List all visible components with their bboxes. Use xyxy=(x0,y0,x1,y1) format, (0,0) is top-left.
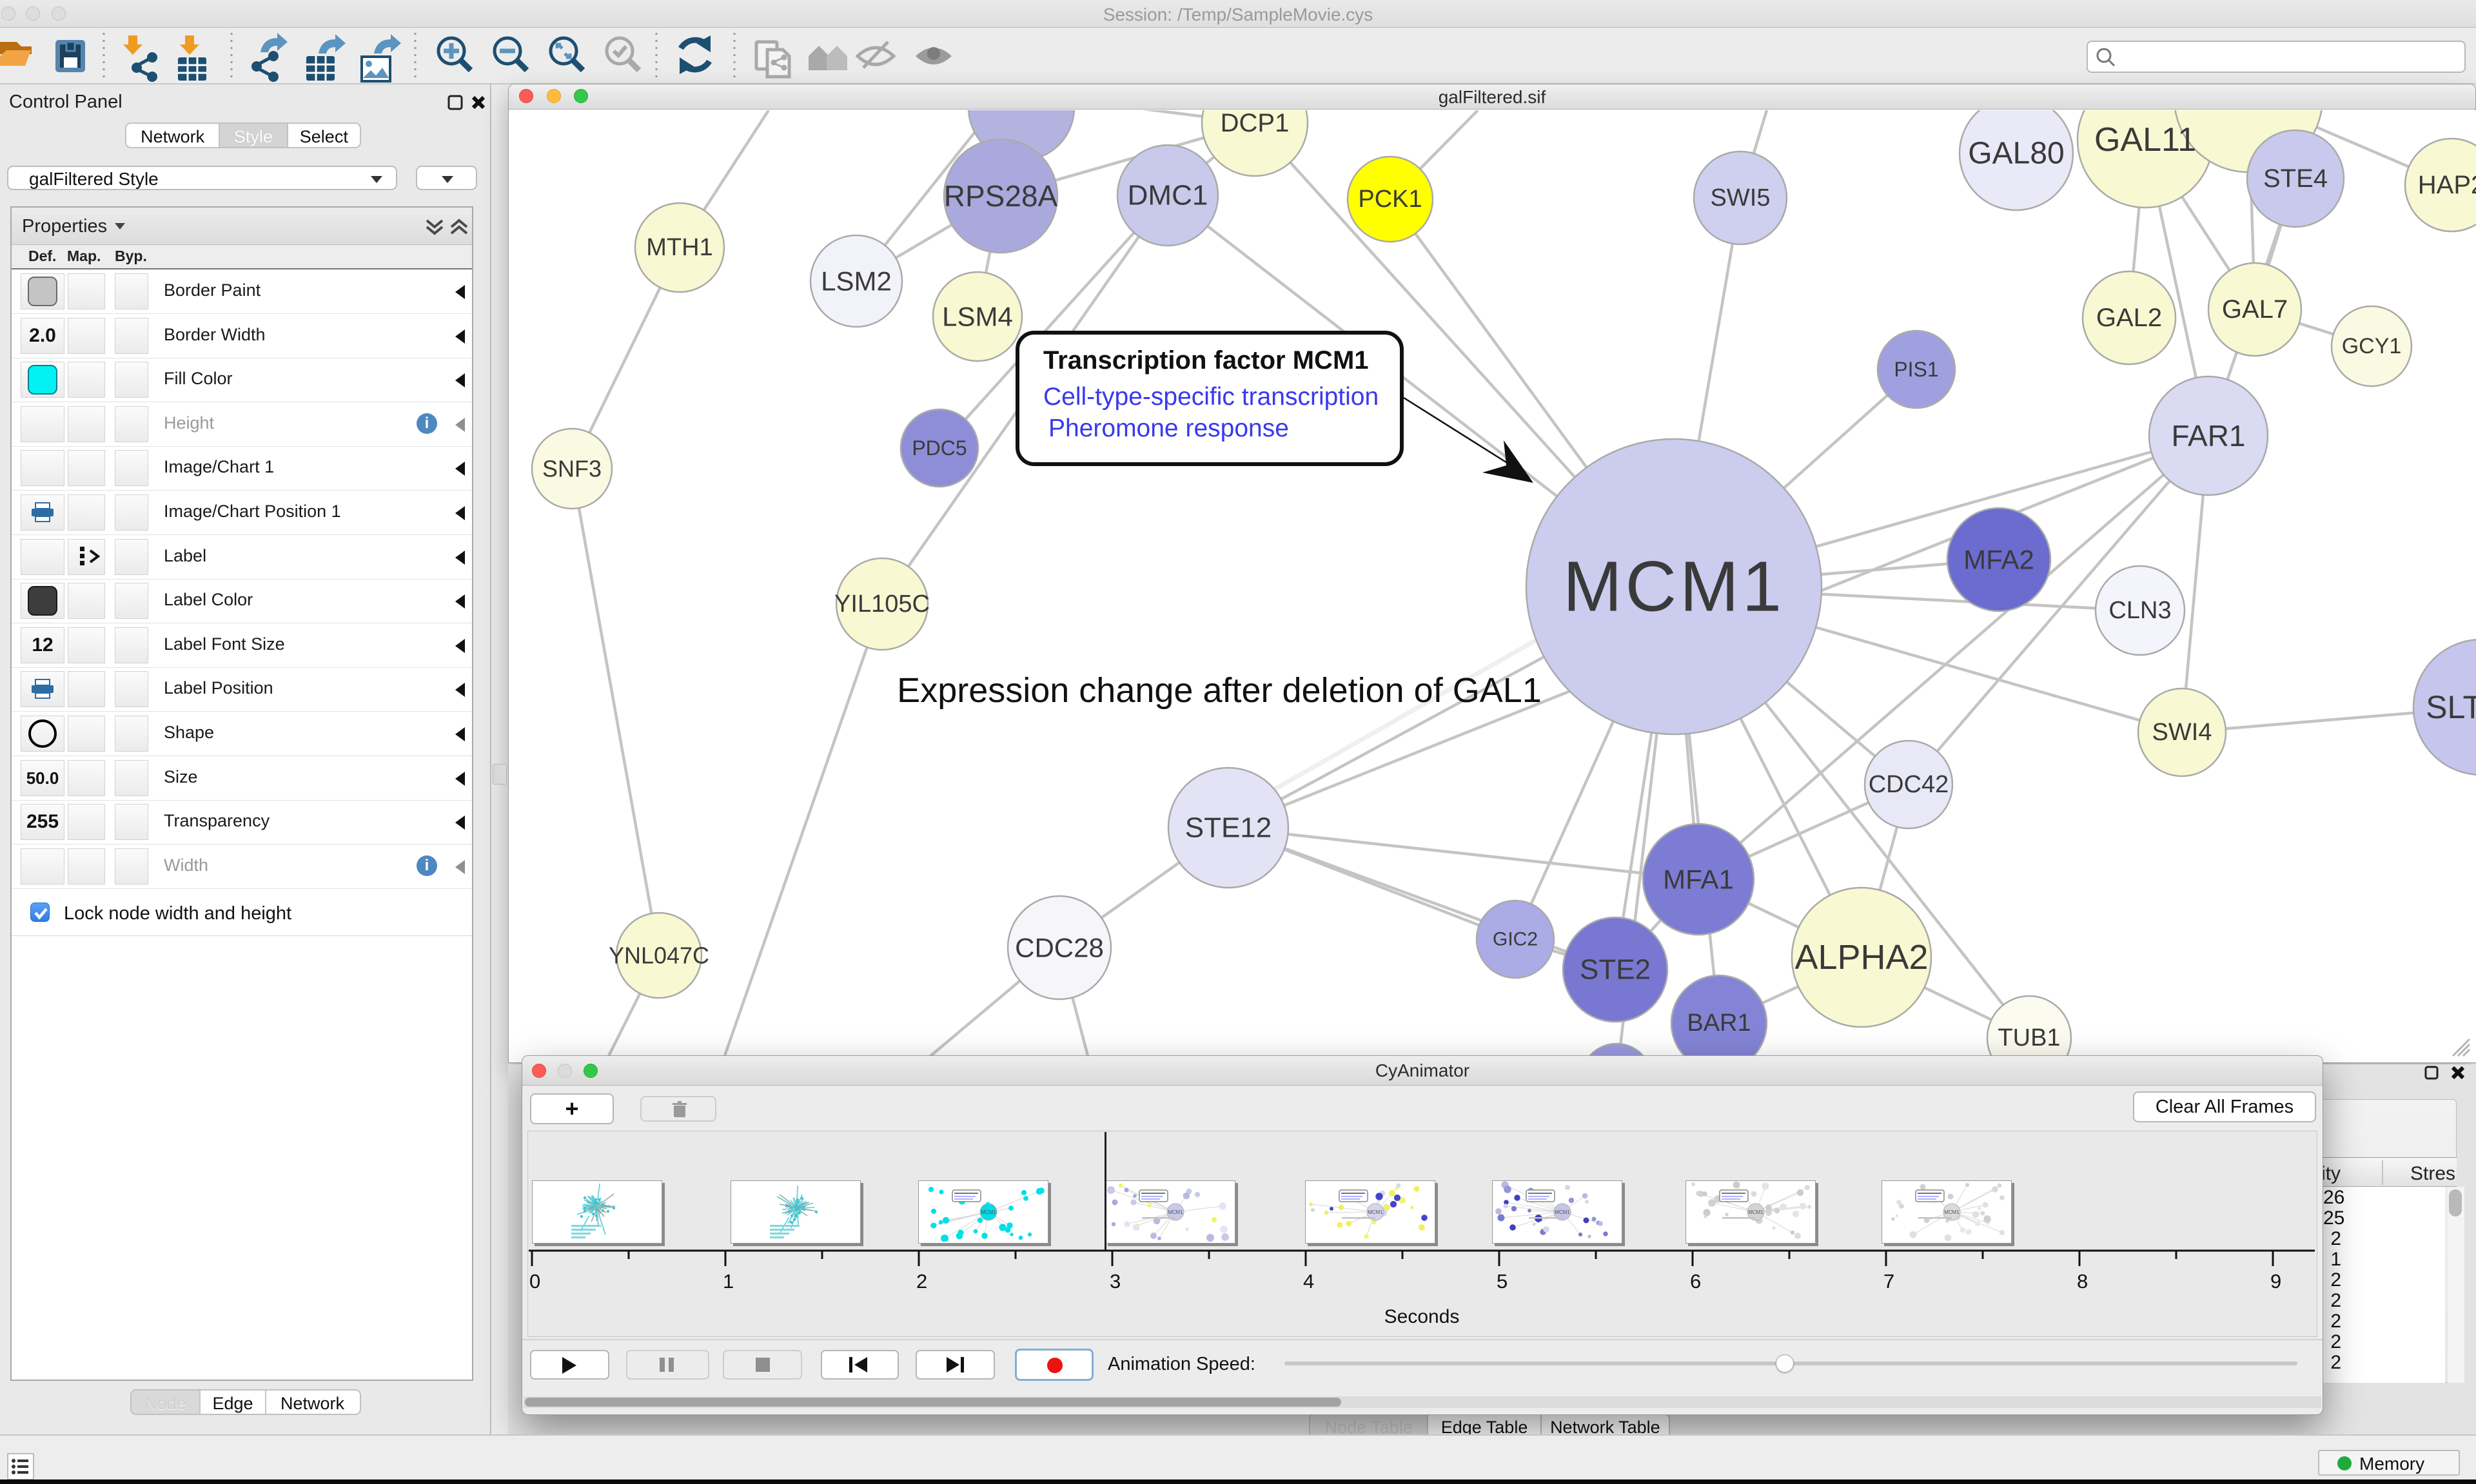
svg-text:DMC1: DMC1 xyxy=(1128,180,1208,211)
svg-text:8: 8 xyxy=(2077,1270,2088,1293)
svg-text:MCM1: MCM1 xyxy=(981,1209,996,1215)
svg-text:CDC42: CDC42 xyxy=(1869,771,1949,798)
svg-text:9: 9 xyxy=(2270,1270,2281,1293)
svg-text:CLN3: CLN3 xyxy=(2108,597,2171,624)
svg-text:PDC5: PDC5 xyxy=(912,436,967,460)
svg-text:3: 3 xyxy=(1110,1270,1121,1293)
svg-text:5: 5 xyxy=(1497,1270,1508,1293)
svg-text:MCM1: MCM1 xyxy=(1563,547,1785,627)
svg-text:HAP2: HAP2 xyxy=(2418,171,2476,199)
svg-text:GCY1: GCY1 xyxy=(2342,334,2402,358)
svg-text:Cell-type-specific transcripti: Cell-type-specific transcription xyxy=(1043,383,1379,411)
svg-text:Transcription factor MCM1: Transcription factor MCM1 xyxy=(1043,346,1369,375)
svg-text:PCK1: PCK1 xyxy=(1358,186,1422,213)
svg-text:MFA2: MFA2 xyxy=(1963,545,2034,575)
svg-text:BAR1: BAR1 xyxy=(1687,1010,1751,1037)
svg-text:GAL11: GAL11 xyxy=(2094,121,2196,159)
svg-text:STE12: STE12 xyxy=(1185,812,1272,844)
svg-text:CDC28: CDC28 xyxy=(1015,933,1104,963)
svg-text:2: 2 xyxy=(916,1270,927,1293)
svg-text:MCM1: MCM1 xyxy=(1555,1209,1570,1215)
svg-text:Expression change after deleti: Expression change after deletion of GAL1 xyxy=(897,671,1542,710)
svg-text:MFA1: MFA1 xyxy=(1663,864,1734,895)
svg-text:MTH1: MTH1 xyxy=(646,234,712,261)
svg-text:ALPHA2: ALPHA2 xyxy=(1794,938,1928,977)
svg-text:MCM1: MCM1 xyxy=(1168,1209,1183,1215)
svg-text:YIL105C: YIL105C xyxy=(834,591,930,618)
svg-text:MCM1: MCM1 xyxy=(1748,1209,1764,1215)
svg-text:SNF3: SNF3 xyxy=(542,456,602,482)
svg-text:SWI4: SWI4 xyxy=(2152,719,2212,746)
svg-text:DCP1: DCP1 xyxy=(1221,110,1290,137)
svg-text:6: 6 xyxy=(1690,1270,1701,1293)
svg-text:GAL2: GAL2 xyxy=(2096,304,2162,332)
svg-text:FAR1: FAR1 xyxy=(2171,419,2245,453)
svg-text:1: 1 xyxy=(723,1270,734,1293)
svg-text:MCM1: MCM1 xyxy=(1368,1209,1383,1215)
svg-text:SWI5: SWI5 xyxy=(1711,184,1771,211)
svg-text:YNL047C: YNL047C xyxy=(609,942,709,969)
svg-text:4: 4 xyxy=(1303,1270,1314,1293)
svg-text:STE2: STE2 xyxy=(1580,954,1651,986)
svg-text:GAL7: GAL7 xyxy=(2222,295,2288,324)
svg-text:STE4: STE4 xyxy=(2263,164,2328,193)
svg-text:GIC2: GIC2 xyxy=(1493,929,1538,950)
svg-text:MCM1: MCM1 xyxy=(1944,1209,1960,1215)
svg-text:7: 7 xyxy=(1883,1270,1894,1293)
svg-text:GAL80: GAL80 xyxy=(1968,137,2064,171)
svg-text:0: 0 xyxy=(529,1270,540,1293)
svg-text:TUB1: TUB1 xyxy=(1998,1024,2060,1051)
svg-text:LSM4: LSM4 xyxy=(942,302,1013,332)
svg-text:SLT2: SLT2 xyxy=(2426,689,2476,725)
svg-text:RPS28A: RPS28A xyxy=(944,179,1058,213)
svg-text:PIS1: PIS1 xyxy=(1894,358,1938,381)
svg-text:Pheromone response: Pheromone response xyxy=(1048,415,1289,442)
svg-text:LSM2: LSM2 xyxy=(821,266,892,297)
